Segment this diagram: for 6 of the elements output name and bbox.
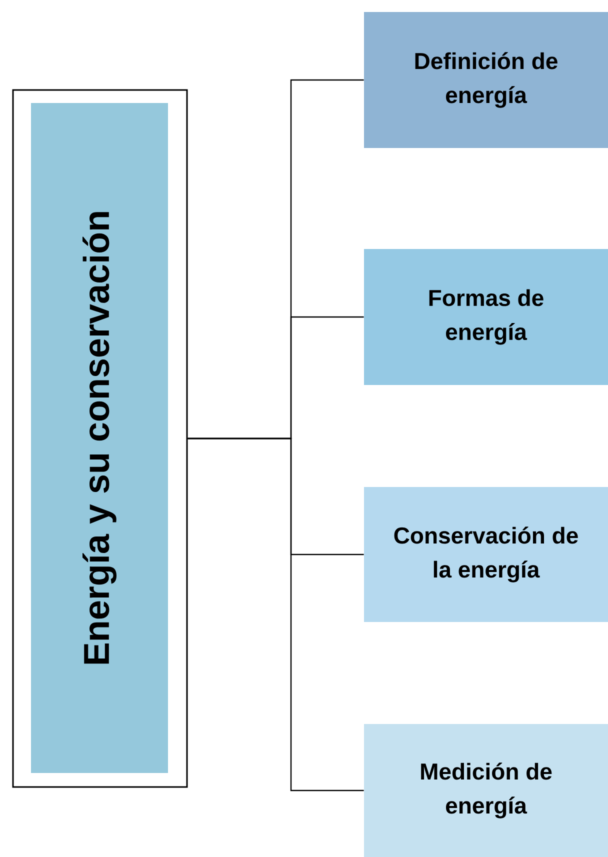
topic-box: Medición de energía bbox=[364, 724, 608, 857]
topic-box: Formas de energía bbox=[364, 249, 608, 385]
topic-box: Conservación de la energía bbox=[364, 487, 608, 622]
connector-line bbox=[188, 438, 364, 792]
topic-box: Definición de energía bbox=[364, 12, 608, 148]
title-box: Energía y su conservación bbox=[31, 103, 168, 773]
